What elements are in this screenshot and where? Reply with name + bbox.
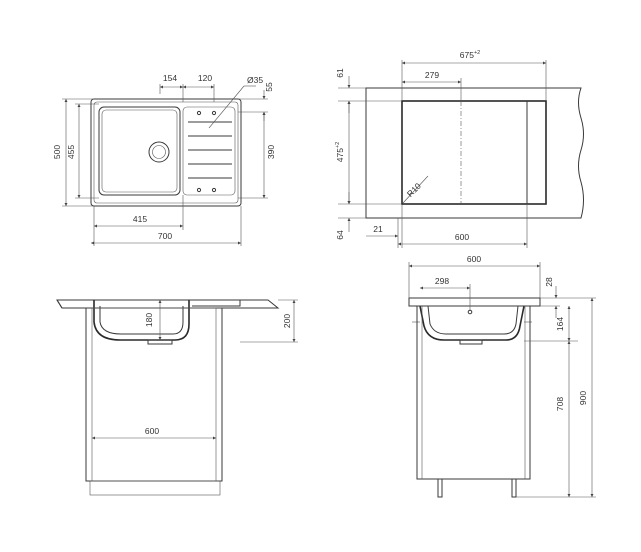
leg-right — [511, 478, 517, 498]
dim-390-label: 390 — [266, 145, 276, 159]
dim-700-label: 700 — [158, 231, 172, 241]
dim-600-side-label: 600 — [467, 254, 481, 264]
dim-200-label: 200 — [282, 314, 292, 328]
drainer-board — [182, 106, 236, 196]
front-view: 180 200 600 — [56, 299, 298, 496]
cutout-outline — [401, 100, 547, 205]
dim-55-label: 55 — [264, 82, 274, 92]
dim-298-label: 298 — [435, 276, 449, 286]
countertop-side — [408, 297, 541, 307]
dim-61-label: 61 — [335, 68, 345, 78]
top-view: 154 120 Ø35 55 390 500 455 415 700 — [52, 73, 276, 246]
countertop-outline — [365, 87, 584, 219]
dim-r10-label: R10 — [405, 181, 423, 199]
dim-64-label: 64 — [335, 230, 345, 240]
dim-28-label: 28 — [544, 277, 554, 287]
leg-left — [437, 478, 443, 498]
dim-708-label: 708 — [555, 397, 565, 411]
dim-600-cutout-label: 600 — [455, 232, 469, 242]
drain-icon — [148, 141, 170, 163]
side-view: 600 298 28 164 708 900 — [408, 254, 596, 498]
dim-diam35-label: Ø35 — [247, 75, 263, 85]
dim-500-label: 500 — [52, 145, 62, 159]
dim-180-label: 180 — [144, 313, 154, 327]
dim-900-label: 900 — [578, 391, 588, 405]
cabinet-side — [416, 305, 531, 480]
dim-455-label: 455 — [66, 145, 76, 159]
dim-120-label: 120 — [198, 73, 212, 83]
dim-164-label: 164 — [555, 317, 565, 331]
dim-600-front-label: 600 — [145, 426, 159, 436]
dim-415-label: 415 — [133, 214, 147, 224]
dim-475-label: 475+2 — [335, 142, 345, 162]
dim-675-label: 675+2 — [460, 50, 480, 60]
dim-279-label: 279 — [425, 70, 439, 80]
plinth — [89, 480, 221, 496]
bowl-outline — [98, 106, 181, 196]
countertop-section — [56, 299, 280, 309]
dim-154-label: 154 — [163, 73, 177, 83]
dim-21-label: 21 — [373, 224, 383, 234]
sink-outline — [90, 98, 242, 207]
cutout-view: 675+2 279 61 475+2 64 R10 21 600 — [335, 50, 584, 248]
